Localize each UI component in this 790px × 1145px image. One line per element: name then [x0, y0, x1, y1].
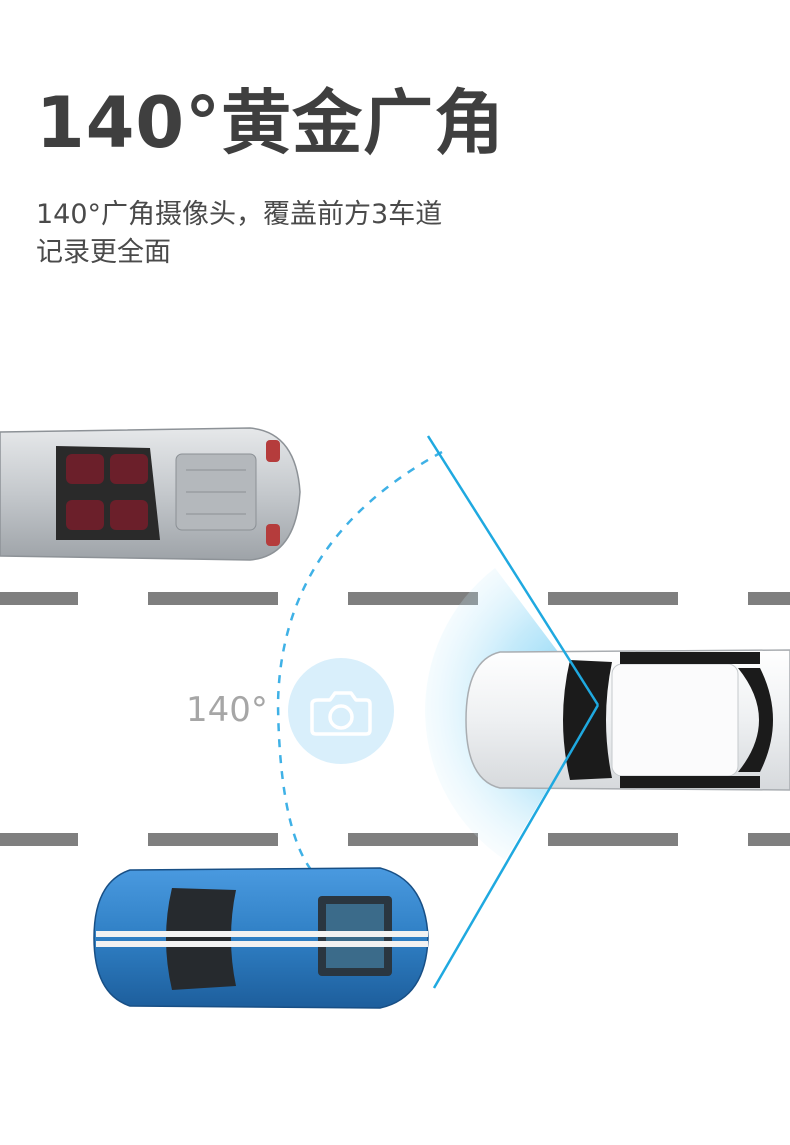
blue-car: [93, 867, 429, 1009]
camera-badge: [288, 658, 394, 764]
subtitle-line-2: 记录更全面: [36, 237, 171, 268]
camera-icon: [310, 691, 372, 736]
fov-arc-dashed: [276, 450, 443, 879]
lane-markings: [0, 592, 790, 846]
silver-car: [0, 427, 301, 561]
angle-label: 140°: [186, 690, 268, 730]
white-car: [465, 649, 790, 791]
fov-beam: [426, 435, 600, 989]
headline: 140°黄金广角: [36, 82, 506, 164]
subtitle: 140°广角摄像头，覆盖前方3车道 记录更全面: [36, 196, 442, 272]
subtitle-line-1: 140°广角摄像头，覆盖前方3车道: [36, 199, 443, 230]
